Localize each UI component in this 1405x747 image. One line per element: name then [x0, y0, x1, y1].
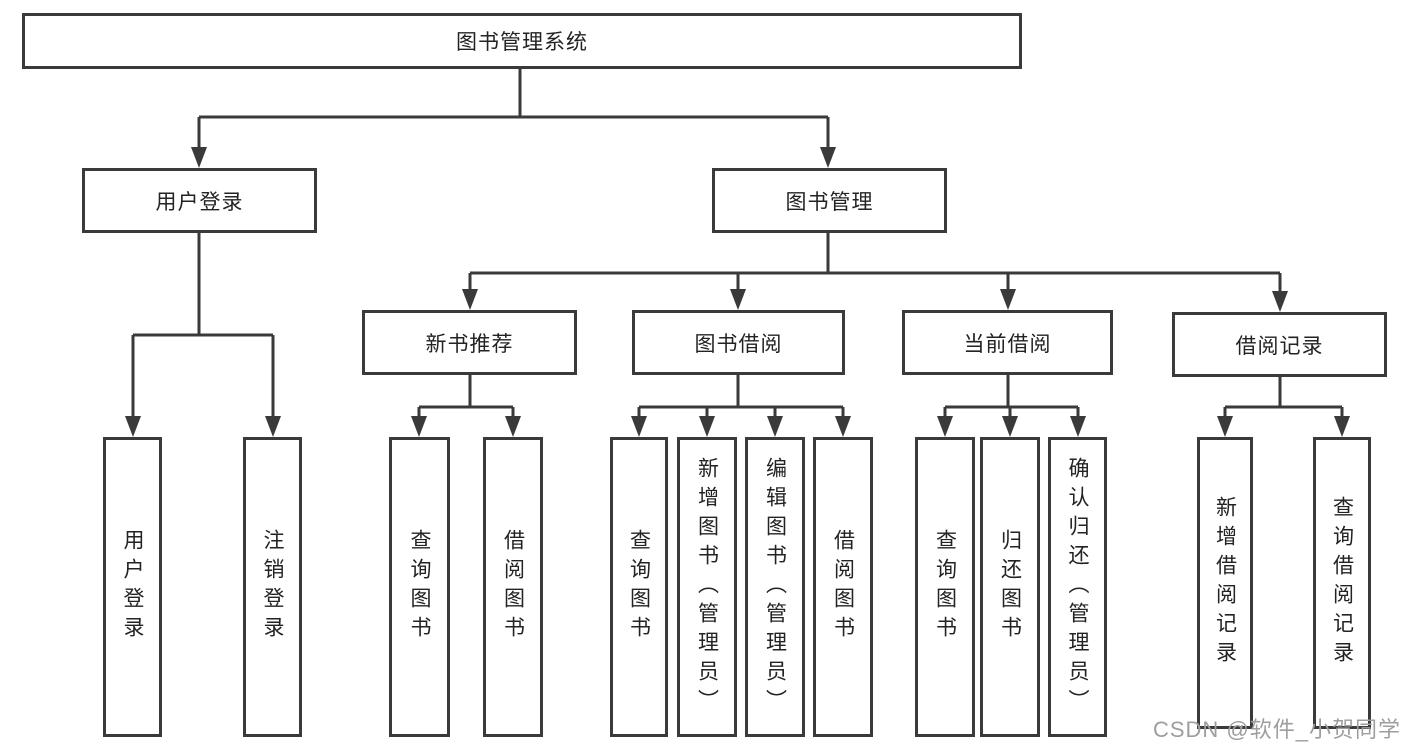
node-label: 新书推荐 [425, 332, 514, 356]
leaf-label: 查询图书 [627, 529, 651, 645]
leaf-label: 查询图书 [408, 529, 431, 645]
node-book-management: 图书管理 [712, 168, 947, 233]
leaf-label: 编辑图书（管理员） [763, 456, 787, 718]
node-new-book-recommend: 新书推荐 [362, 310, 577, 375]
node-label: 用户登录 [155, 190, 244, 214]
node-user-login: 用户登录 [82, 168, 317, 233]
leaf-return-books: 归还图书 [980, 437, 1040, 737]
node-label: 图书借阅 [694, 332, 783, 356]
watermark: CSDN @软件_小贺同学 [1152, 717, 1401, 742]
leaf-query-books-borrowing: 查询图书 [610, 437, 668, 737]
node-label: 图书管理 [785, 190, 874, 214]
leaf-query-books-recommend: 查询图书 [389, 437, 450, 737]
leaf-query-borrow-record: 查询借阅记录 [1313, 437, 1371, 729]
leaf-label: 注销登录 [261, 529, 284, 645]
leaf-label: 查询图书 [933, 529, 957, 645]
leaf-add-books-admin: 新增图书（管理员） [677, 437, 737, 737]
leaf-label: 用户登录 [121, 529, 144, 645]
node-label: 当前借阅 [963, 332, 1052, 356]
leaf-label: 新增图书（管理员） [695, 456, 719, 718]
leaf-query-books-current: 查询图书 [915, 437, 975, 737]
leaf-label: 借阅图书 [831, 529, 855, 645]
leaf-confirm-return-admin: 确认归还（管理员） [1048, 437, 1107, 737]
node-current-borrowing: 当前借阅 [902, 310, 1113, 375]
node-label: 借阅记录 [1235, 334, 1324, 358]
leaf-add-borrow-record: 新增借阅记录 [1197, 437, 1253, 729]
node-book-borrowing: 图书借阅 [632, 310, 845, 375]
leaf-borrow-books-recommend: 借阅图书 [483, 437, 543, 737]
leaf-borrow-books-borrowing: 借阅图书 [813, 437, 873, 737]
leaf-logout-login: 注销登录 [243, 437, 302, 737]
node-label: 图书管理系统 [456, 31, 588, 54]
leaf-label: 确认归还（管理员） [1066, 456, 1089, 718]
leaf-edit-books-admin: 编辑图书（管理员） [745, 437, 805, 737]
leaf-label: 归还图书 [998, 529, 1022, 645]
leaf-label: 查询借阅记录 [1330, 496, 1354, 670]
leaf-user-login: 用户登录 [103, 437, 162, 737]
leaf-label: 新增借阅记录 [1213, 496, 1237, 670]
leaf-label: 借阅图书 [501, 529, 525, 645]
node-library-system: 图书管理系统 [22, 13, 1022, 69]
node-borrowing-records: 借阅记录 [1172, 312, 1387, 377]
